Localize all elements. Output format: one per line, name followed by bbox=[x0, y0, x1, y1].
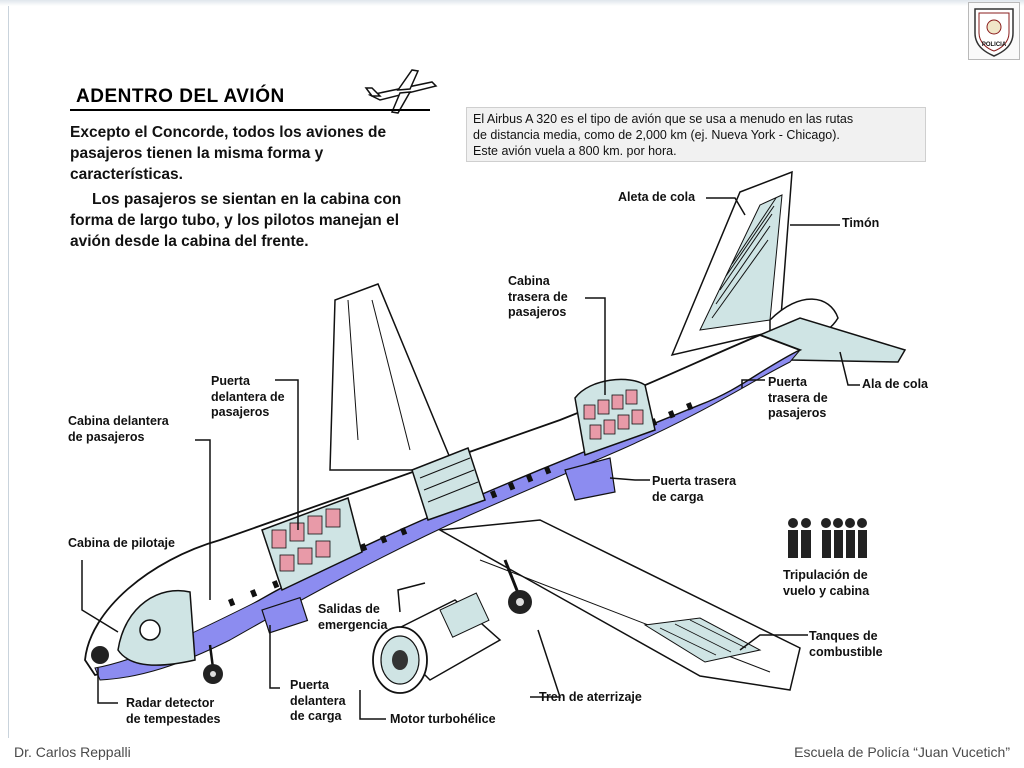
police-shield-icon: POLICIA bbox=[974, 8, 1014, 57]
title-underline bbox=[70, 109, 430, 111]
label-cabina-delantera: Cabina delantera de pasajeros bbox=[68, 414, 169, 444]
footer-author: Dr. Carlos Reppalli bbox=[14, 744, 131, 760]
crew-figures bbox=[788, 518, 867, 558]
label-tripulacion: Tripulación de vuelo y cabina bbox=[783, 568, 870, 598]
rear-seats bbox=[583, 389, 644, 440]
main-landing-gear bbox=[503, 559, 532, 614]
lower-wing bbox=[437, 519, 801, 691]
front-cargo-door bbox=[261, 596, 309, 634]
top-bar bbox=[0, 0, 1024, 6]
intro-paragraph-1: Excepto el Concorde, todos los aviones d… bbox=[70, 124, 387, 183]
mid-cabin-cutaway bbox=[411, 447, 486, 521]
slide-title: ADENTRO DEL AVIÓN bbox=[76, 86, 285, 107]
label-ala-de-cola: Ala de cola bbox=[862, 377, 928, 391]
intro-paragraph-2: Los pasajeros se sientan en la cabina co… bbox=[70, 191, 402, 250]
engine bbox=[372, 592, 502, 694]
police-logo: POLICIA bbox=[968, 2, 1020, 60]
fuselage-belly bbox=[94, 349, 801, 681]
info-box: El Airbus A 320 es el tipo de avión que … bbox=[466, 107, 926, 162]
label-cabina-de-pilotaje: Cabina de pilotaje bbox=[68, 536, 175, 550]
label-puerta-trasera-pasajeros: Puerta trasera de pasajeros bbox=[768, 375, 828, 420]
label-puerta-delantera-pasajeros: Puerta delantera de pasajeros bbox=[211, 374, 285, 419]
label-aleta-de-cola: Aleta de cola bbox=[618, 190, 696, 204]
label-timon: Timón bbox=[842, 216, 880, 230]
label-puerta-trasera-carga: Puerta trasera de carga bbox=[652, 474, 737, 504]
intro-text: Excepto el Concorde, todos los aviones d… bbox=[70, 122, 430, 252]
label-tren: Tren de aterrizaje bbox=[539, 690, 642, 704]
front-seats bbox=[271, 508, 341, 572]
label-salidas-emergencia: Salidas de emergencia bbox=[318, 602, 388, 632]
label-radar: Radar detector de tempestades bbox=[126, 696, 221, 726]
logo-text: POLICIA bbox=[982, 42, 1007, 48]
label-motor: Motor turbohélice bbox=[390, 712, 496, 726]
label-tanques: Tanques de combustible bbox=[809, 629, 883, 659]
left-rule bbox=[8, 6, 9, 738]
window-row bbox=[228, 402, 694, 607]
info-line-1: El Airbus A 320 es el tipo de avión que … bbox=[473, 112, 854, 126]
label-puerta-delantera-carga: Puerta delantera de carga bbox=[290, 678, 346, 723]
rear-cargo-door bbox=[564, 457, 616, 501]
info-line-2: de distancia media, como de 2,000 km (ej… bbox=[473, 128, 840, 142]
leader-lines bbox=[81, 197, 860, 720]
small-plane-icon bbox=[364, 69, 438, 114]
label-cabina-trasera: Cabina trasera de pasajeros bbox=[508, 274, 568, 319]
nose-landing-gear bbox=[203, 644, 223, 684]
fuel-tanks bbox=[643, 617, 762, 663]
info-line-3: Este avión vuela a 800 km. por hora. bbox=[473, 144, 677, 158]
footer-school: Escuela de Policía “Juan Vucetich” bbox=[794, 744, 1010, 760]
